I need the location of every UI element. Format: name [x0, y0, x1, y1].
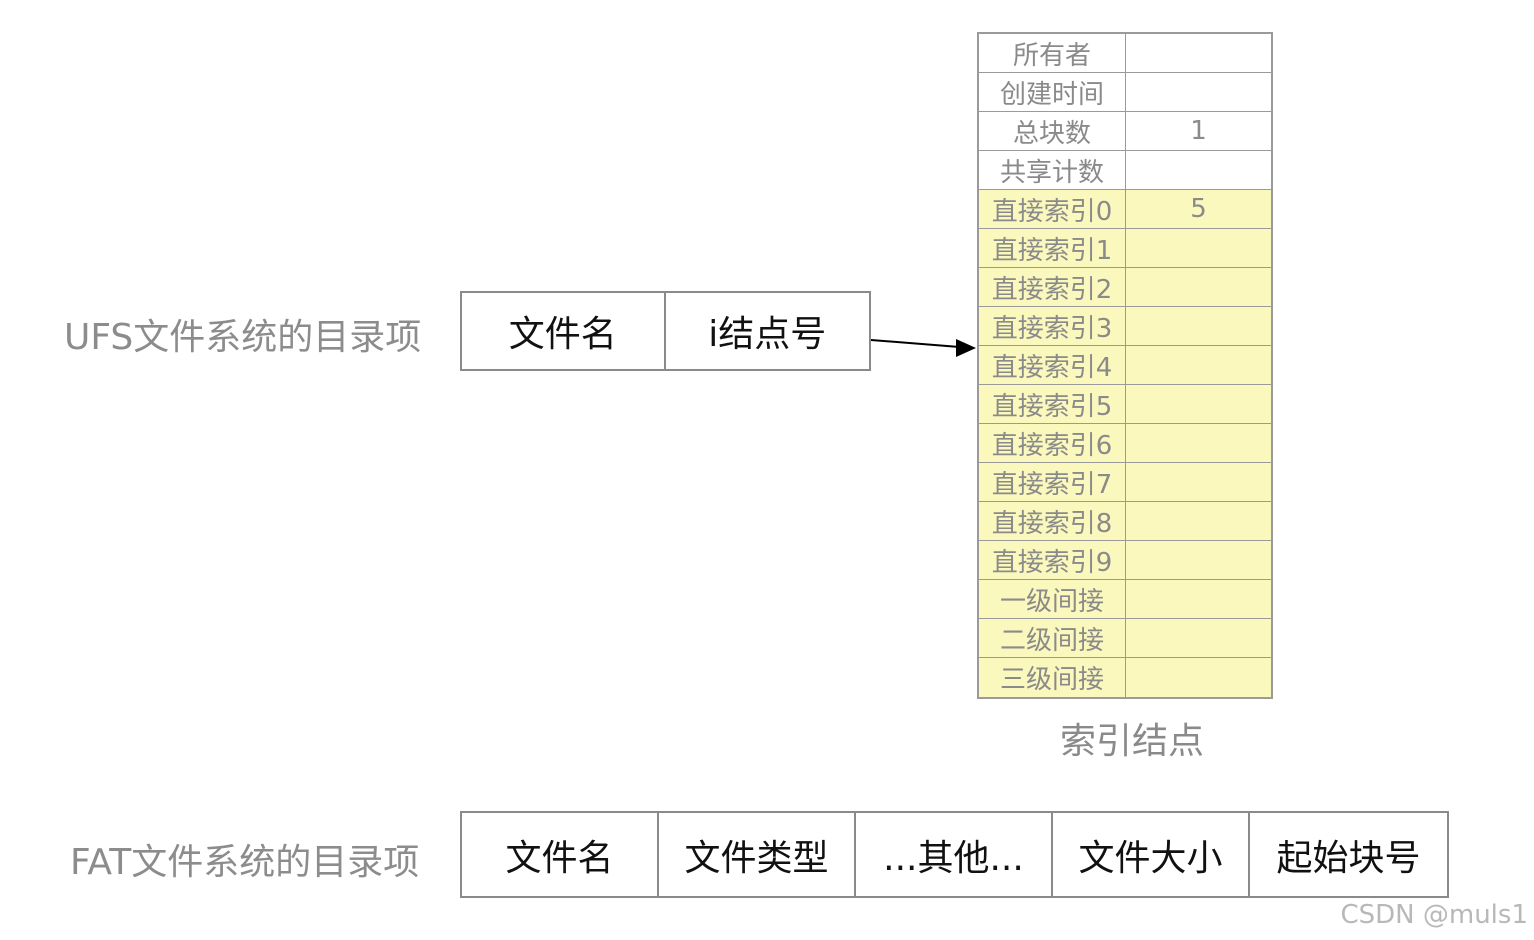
inode-field-name: 直接索引5: [979, 385, 1126, 423]
fat-filetype-cell: 文件类型: [659, 813, 856, 896]
pointer-arrow: [870, 339, 976, 357]
inode-row: 直接索引8: [979, 502, 1271, 541]
inode-row: 二级间接: [979, 619, 1271, 658]
inode-field-name: 直接索引0: [979, 190, 1126, 228]
inode-field-value: [1126, 385, 1271, 423]
inode-field-name: 创建时间: [979, 73, 1126, 111]
inode-row: 直接索引0 5: [979, 190, 1271, 229]
ufs-inode-number-cell: i结点号: [708, 314, 827, 355]
ufs-entry-label: UFS文件系统的目录项: [64, 317, 422, 358]
inode-row: 直接索引3: [979, 307, 1271, 346]
inode-field-value: [1126, 541, 1271, 579]
inode-field-name: 总块数: [979, 112, 1126, 150]
inode-field-name: 直接索引4: [979, 346, 1126, 384]
inode-field-value: [1126, 346, 1271, 384]
inode-row: 一级间接: [979, 580, 1271, 619]
inode-field-name: 直接索引2: [979, 268, 1126, 306]
inode-field-name: 直接索引7: [979, 463, 1126, 501]
inode-field-value: [1126, 580, 1271, 618]
inode-field-value: 1: [1190, 116, 1207, 146]
ufs-directory-entry: 文件名 i结点号: [460, 291, 871, 371]
inode-row: 直接索引7: [979, 463, 1271, 502]
inode-field-name: 直接索引6: [979, 424, 1126, 462]
inode-field-value: [1126, 307, 1271, 345]
inode-field-value: [1126, 268, 1271, 306]
fat-filesize-cell: 文件大小: [1053, 813, 1250, 896]
inode-row: 直接索引5: [979, 385, 1271, 424]
inode-field-name: 三级间接: [979, 658, 1126, 697]
inode-field-name: 直接索引1: [979, 229, 1126, 267]
fat-entry-label: FAT文件系统的目录项: [70, 842, 420, 883]
inode-row: 总块数 1: [979, 112, 1271, 151]
fat-directory-entry: 文件名 文件类型 ...其他... 文件大小 起始块号: [460, 811, 1449, 898]
index-node-caption: 索引结点: [1060, 721, 1205, 762]
inode-row: 直接索引4: [979, 346, 1271, 385]
inode-row: 直接索引9: [979, 541, 1271, 580]
inode-field-name: 二级间接: [979, 619, 1126, 657]
inode-row: 创建时间: [979, 73, 1271, 112]
inode-field-value: [1126, 463, 1271, 501]
ufs-filename-cell: 文件名: [462, 293, 666, 369]
inode-field-value: [1126, 229, 1271, 267]
inode-field-value: [1126, 619, 1271, 657]
inode-row: 共享计数: [979, 151, 1271, 190]
watermark: CSDN @muls1: [1340, 900, 1528, 930]
inode-field-name: 共享计数: [979, 151, 1126, 189]
inode-field-name: 直接索引8: [979, 502, 1126, 540]
inode-field-value: [1126, 34, 1271, 72]
inode-field-value: 5: [1190, 194, 1207, 224]
fat-other-cell: ...其他...: [856, 813, 1053, 896]
inode-field-value: [1126, 151, 1271, 189]
inode-row: 所有者: [979, 34, 1271, 73]
inode-row: 三级间接: [979, 658, 1271, 697]
inode-field-name: 所有者: [979, 34, 1126, 72]
inode-row: 直接索引2: [979, 268, 1271, 307]
inode-field-name: 直接索引9: [979, 541, 1126, 579]
inode-field-name: 直接索引3: [979, 307, 1126, 345]
inode-field-value: [1126, 658, 1271, 697]
inode-row: 直接索引6: [979, 424, 1271, 463]
inode-field-value: [1126, 73, 1271, 111]
inode-field-value: [1126, 502, 1271, 540]
fat-filename-cell: 文件名: [462, 813, 659, 896]
inode-field-name: 一级间接: [979, 580, 1126, 618]
inode-field-value: [1126, 424, 1271, 462]
inode-row: 直接索引1: [979, 229, 1271, 268]
fat-start-block-cell: 起始块号: [1276, 837, 1421, 879]
